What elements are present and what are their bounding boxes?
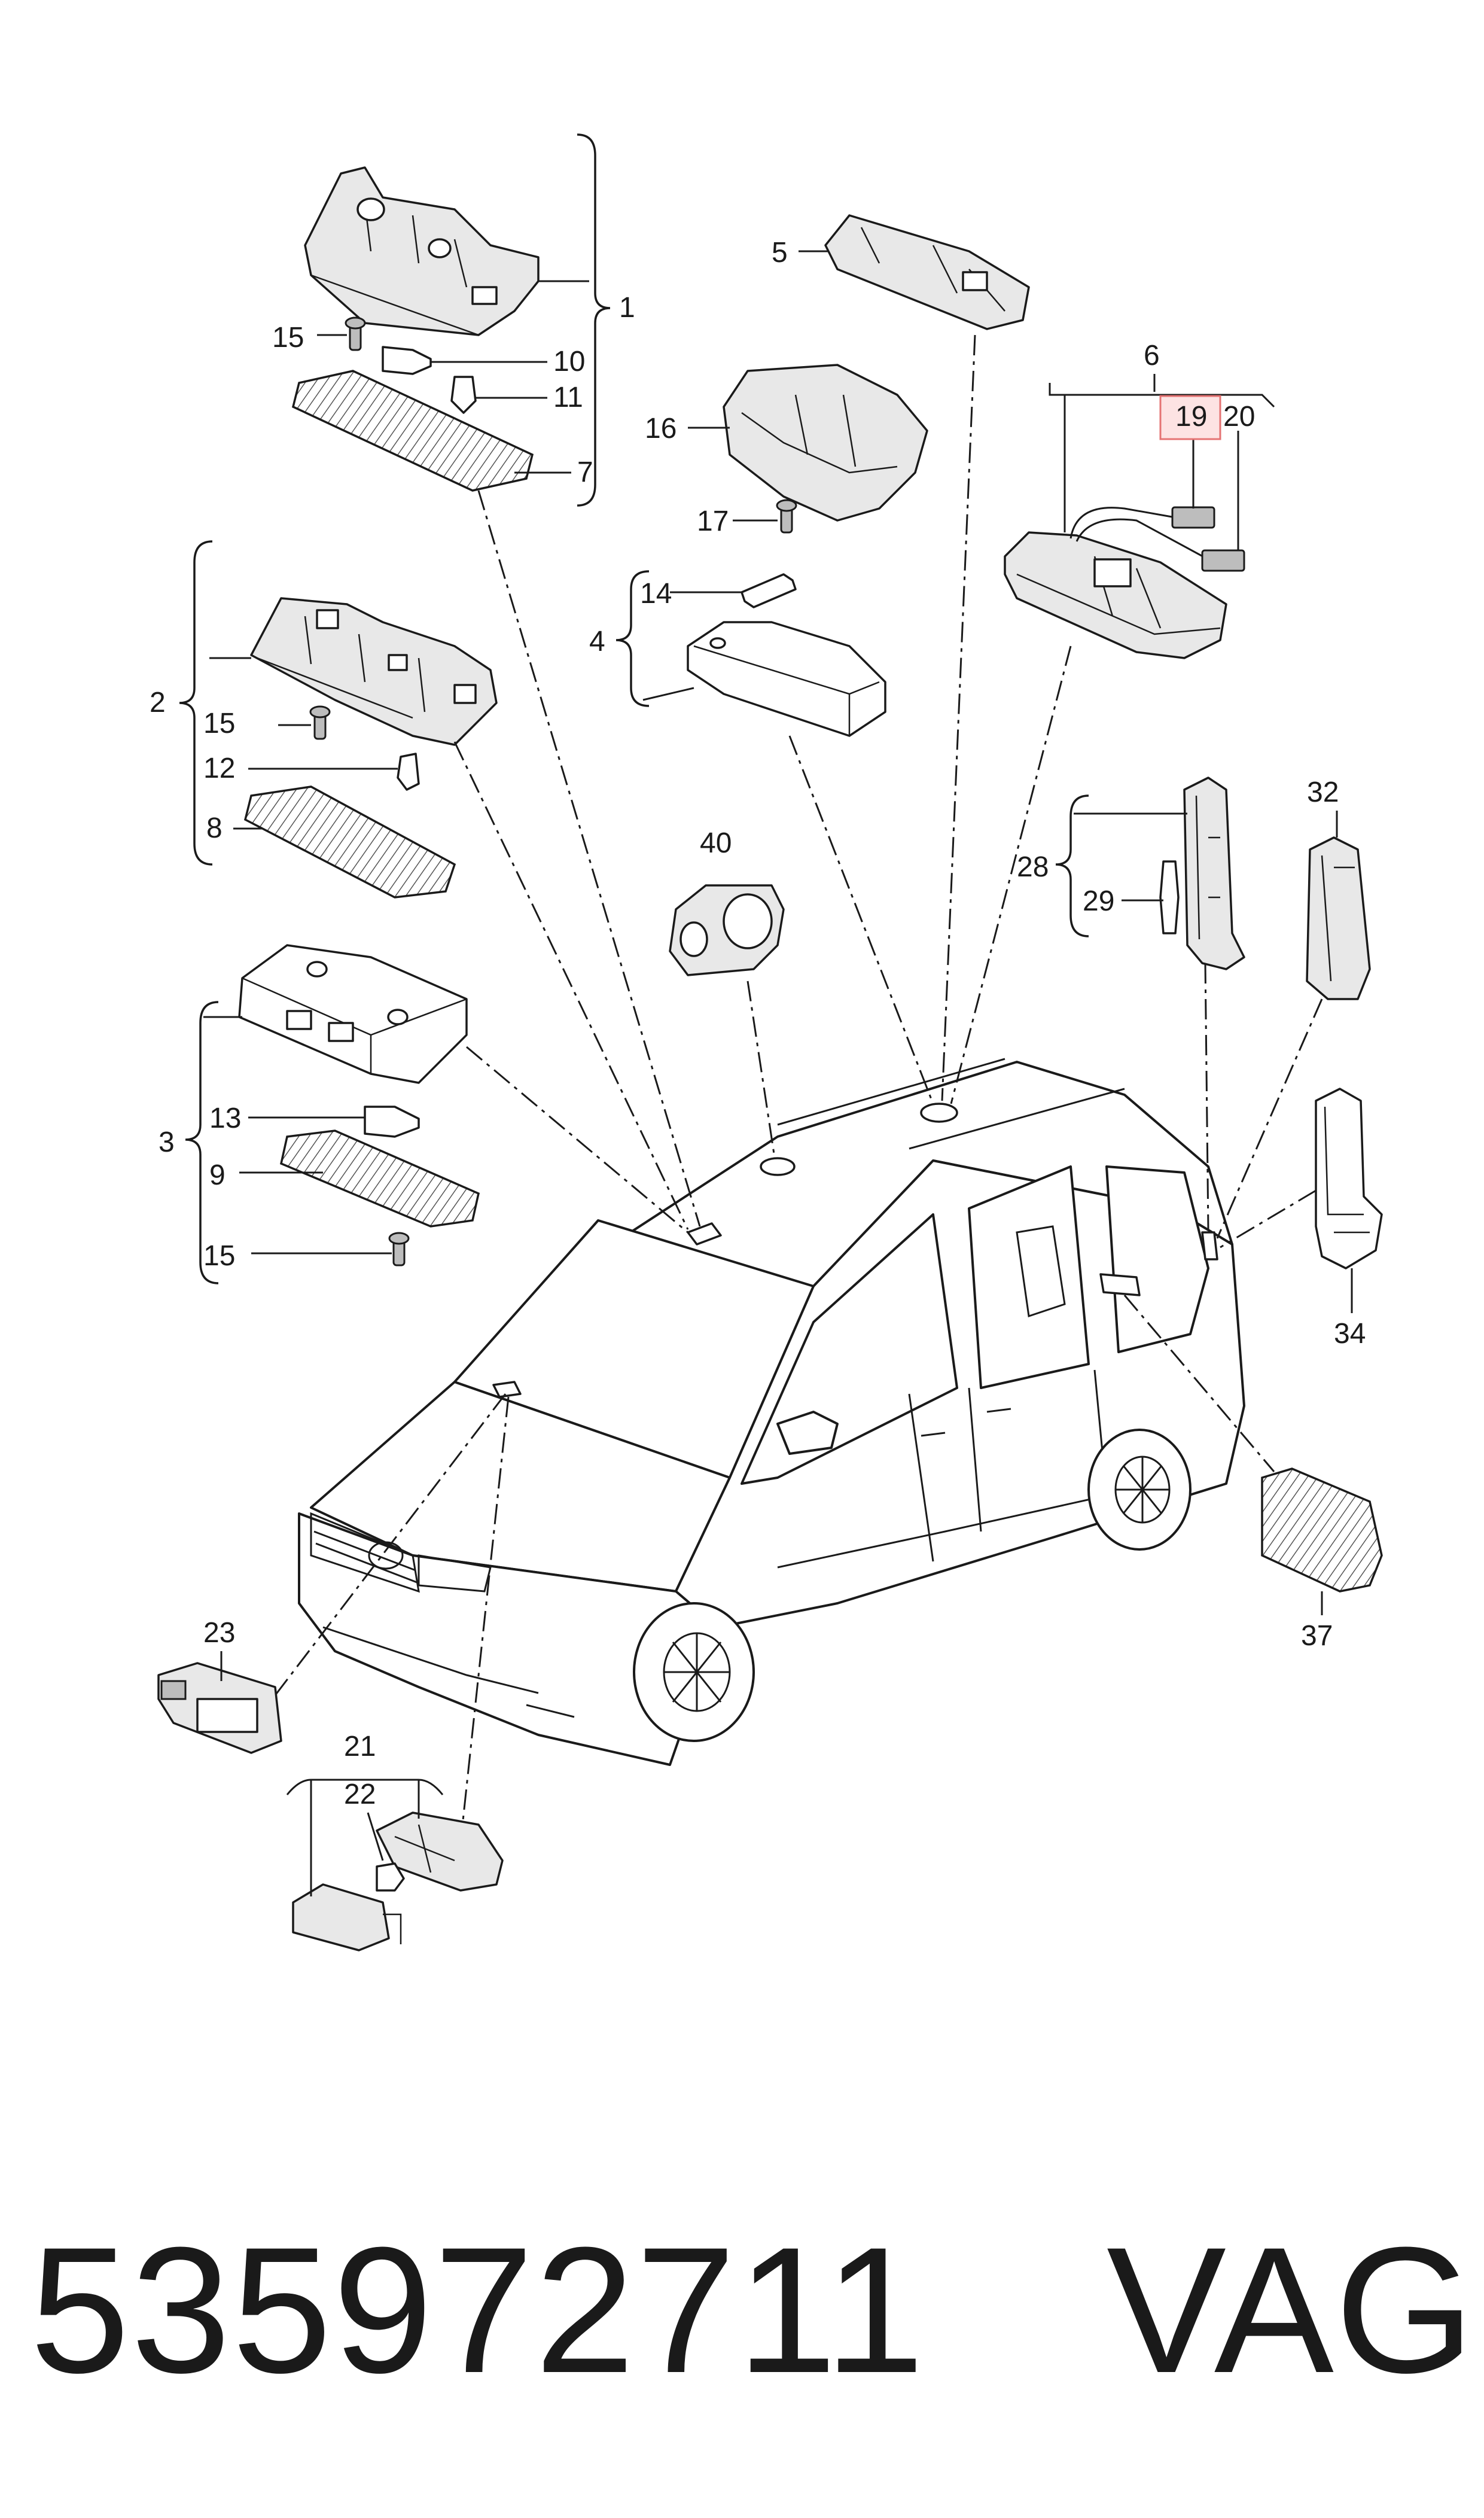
leader-6-left [1049,383,1065,396]
callout-40: 40 [700,827,732,859]
callout-1: 1 [619,292,635,324]
callout-14: 14 [640,578,672,610]
callout-3: 3 [159,1126,175,1158]
part-29-bulb [1159,860,1180,934]
marker-cargo [1099,1273,1141,1296]
part-34-lamp-housing [1315,1088,1383,1269]
brace-28 [1055,794,1089,937]
callout-11: 11 [553,382,583,413]
part-40-switch [669,884,785,976]
callout-5: 5 [772,237,788,269]
marker-rear-roof [920,1103,958,1123]
part-8-lens [243,785,456,899]
brace-1 [577,133,611,507]
part-17-screw [776,499,797,534]
callout-34: 34 [1334,1318,1366,1350]
callout-23: 23 [203,1617,235,1649]
callout-17: 17 [697,506,729,537]
part-7-lens [291,370,534,492]
part-3-interior-lamp [238,944,468,1084]
callout-21: 21 [344,1731,376,1762]
callout-4: 4 [589,626,605,657]
callout-7: 7 [577,456,593,488]
marker-pillar [1201,1231,1218,1260]
brace-4 [615,570,650,707]
callout-2: 2 [150,687,166,718]
part-14-bulb [741,573,797,608]
part-number: 535972711 [30,2209,925,2410]
callout-22: 22 [344,1779,376,1810]
part-21-lamp-assembly [292,1811,504,1951]
part-12-bulb [397,753,420,791]
brand-label: VAG [1107,2209,1476,2410]
marker-front-roof [687,1222,722,1246]
part-15-screw-c [388,1232,410,1266]
part-2-interior-lamp [250,597,498,746]
marker-windshield [492,1381,522,1398]
callout-15a: 15 [272,322,304,354]
callout-28: 28 [1017,851,1049,883]
callout-16: 16 [645,413,677,444]
leader-21 [286,1779,444,1795]
callout-13: 13 [209,1103,241,1134]
part-11-bulb [450,376,477,414]
part-1-interior-lamp [304,166,540,336]
location-markers [492,1103,1218,1398]
part-6-lamp-unit [1004,531,1227,659]
brace-2 [179,540,213,866]
callout-6: 6 [1144,340,1160,372]
callout-19: 19 [1175,401,1207,433]
part-13-bulb [364,1106,420,1138]
part-37-lamp [1261,1467,1383,1593]
callout-20: 20 [1223,401,1255,433]
marker-center-roof [760,1157,796,1176]
part-22-bulb [376,1862,405,1892]
part-4-lamp-housing [687,621,886,737]
part-10-bulb [382,346,432,375]
part-23-switch [157,1662,282,1754]
leader-6-bracket [1050,394,1157,532]
callout-8: 8 [206,812,223,844]
callout-10: 10 [553,346,585,377]
part-32-switch [1306,836,1371,1000]
leader-22 [367,1812,384,1861]
leader-6-right [1157,394,1275,408]
highlight-19 [1159,395,1221,440]
callout-29: 29 [1083,885,1114,917]
reference-lines [262,334,1323,1843]
part-15-screw-b [309,705,331,740]
part-15-screw-a [345,316,366,351]
leader-4-lamp [642,687,694,701]
part-19-wiring-harness [1069,506,1245,572]
part-9-lens [279,1129,480,1228]
part-28-lamp-housing [1183,777,1245,970]
callout-12: 12 [203,753,235,784]
callout-9: 9 [209,1159,226,1191]
part-5-reading-lamp [824,214,1030,330]
brace-3 [185,1001,219,1284]
callout-32: 32 [1307,777,1339,808]
part-16-cover [723,364,928,522]
callout-15b: 15 [203,708,235,739]
callout-15c: 15 [203,1240,235,1272]
callout-37: 37 [1301,1620,1333,1652]
